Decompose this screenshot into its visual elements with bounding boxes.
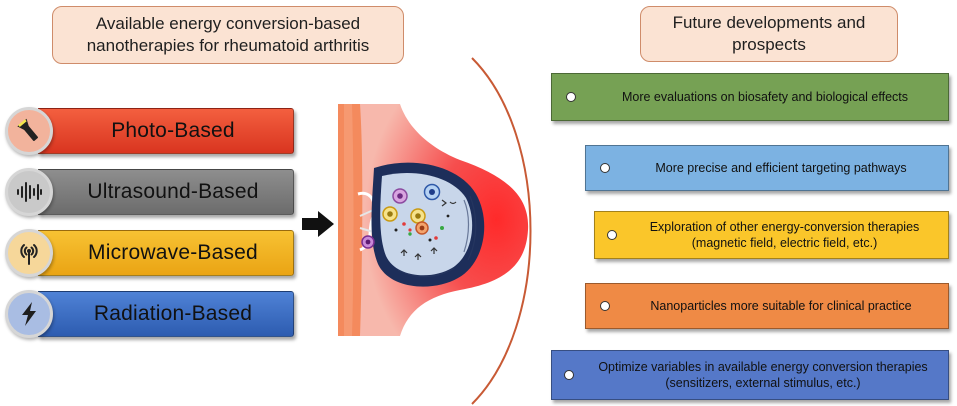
divider-arc	[471, 57, 532, 405]
prospect-optimize: Optimize variables in available energy c…	[551, 350, 949, 400]
left-section-title-text: Available energy conversion-based nanoth…	[86, 14, 370, 55]
bullet-icon	[566, 92, 576, 102]
prospect-text: More precise and efficient targeting pat…	[655, 161, 907, 175]
joint-inflammation-illustration	[338, 104, 558, 336]
therapy-label: Microwave-Based	[88, 241, 258, 264]
arrow-right-icon	[302, 211, 334, 237]
bullet-icon	[600, 301, 610, 311]
therapy-ultrasound-based: Ultrasound-Based	[38, 169, 294, 215]
antenna-icon	[5, 229, 53, 277]
prospect-biosafety: More evaluations on biosafety and biolog…	[551, 73, 949, 121]
therapy-label: Photo-Based	[111, 119, 235, 142]
prospect-clinical: Nanoparticles more suitable for clinical…	[585, 283, 949, 329]
prospect-text: More evaluations on biosafety and biolog…	[621, 90, 909, 104]
therapy-microwave-based: Microwave-Based	[38, 230, 294, 276]
flashlight-icon	[5, 107, 53, 155]
prospect-text: Optimize variables in available energy c…	[598, 360, 928, 390]
bullet-icon	[600, 163, 610, 173]
prospect-other-energy: Exploration of other energy-conversion t…	[594, 211, 949, 259]
right-section-title-text: Future developments and prospects	[672, 13, 866, 54]
right-section-title: Future developments and prospects	[640, 6, 898, 62]
lightning-icon	[5, 290, 53, 338]
therapy-label: Radiation-Based	[93, 302, 253, 325]
left-section-title: Available energy conversion-based nanoth…	[52, 6, 404, 64]
therapy-photo-based: Photo-Based	[38, 108, 294, 154]
sound-wave-icon	[5, 168, 53, 216]
prospect-targeting: More precise and efficient targeting pat…	[585, 145, 949, 191]
therapy-radiation-based: Radiation-Based	[38, 291, 294, 337]
bullet-icon	[607, 230, 617, 240]
bullet-icon	[564, 370, 574, 380]
prospect-text: Nanoparticles more suitable for clinical…	[650, 299, 912, 313]
prospect-text: Exploration of other energy-conversion t…	[649, 220, 920, 250]
therapy-label: Ultrasound-Based	[87, 180, 259, 203]
